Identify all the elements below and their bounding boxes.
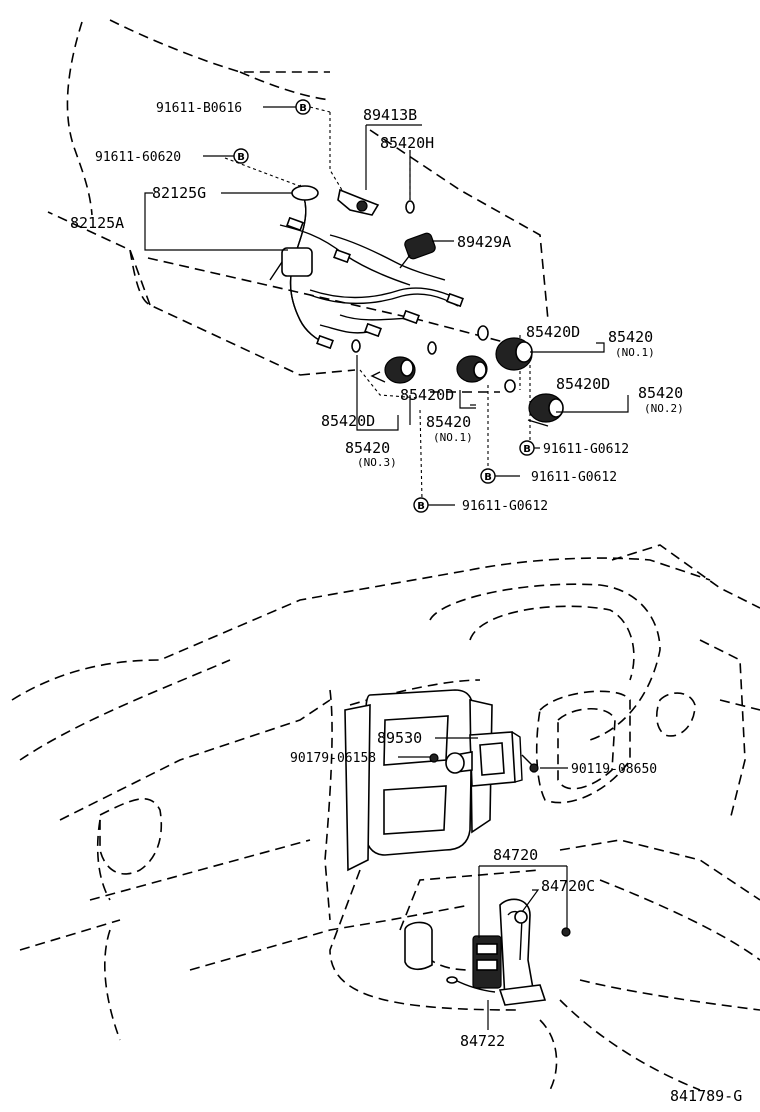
label-85420h: 85420H [380,134,434,152]
grommet-82125g [291,185,319,201]
horn-85420-no1-a [477,325,533,371]
label-no1-b: (NO.1) [433,431,473,444]
leader-lines [144,106,629,1030]
label-85420-no1-b: 85420 [426,413,471,431]
label-89429a: 89429A [457,233,511,251]
label-85420d-d: 85420D [321,412,375,430]
center-console [329,689,541,1011]
label-91611-g0612-a: 91611-G0612 [543,442,629,457]
label-90119-08650: 90119-08650 [571,762,657,777]
bolt-icon: B [484,472,492,483]
bolt-icon: B [417,501,425,512]
part-labels: 91611-B0616 91611-60620 89413B 85420H 82… [70,101,742,1105]
horn-85420-no1-b [427,341,488,383]
label-91611-b0616: 91611-B0616 [156,101,242,116]
label-no2: (NO.2) [644,402,684,415]
dashboard-outline [11,544,760,1091]
label-85420-no2: 85420 [638,384,683,402]
ecu-89530 [429,731,539,787]
label-91611-g0612-b: 91611-G0612 [531,470,617,485]
label-90179-06158: 90179-06158 [290,751,376,766]
label-85420-no1-a: 85420 [608,328,653,346]
switch-84720 [446,898,571,1006]
label-91611-g0612-c: 91611-G0612 [462,499,548,514]
label-85420d-c: 85420D [400,386,454,404]
wire-harness [269,184,464,350]
label-85420d-b: 85420D [556,375,610,393]
bolt-markers: B B B B B [233,99,535,513]
label-84720: 84720 [493,846,538,864]
horn-85420-no2 [504,379,564,427]
sensor-89429a [399,232,436,269]
label-89530: 89530 [377,729,422,747]
label-84722: 84722 [460,1032,505,1050]
label-89413b: 89413B [363,106,417,124]
bolt-icon: B [523,444,531,455]
bolt-icon: B [237,152,245,163]
horn-85420-no3 [351,339,416,384]
label-85420d-a: 85420D [526,323,580,341]
label-no1-a: (NO.1) [615,346,655,359]
label-82125g: 82125G [152,184,206,202]
label-91611-60620: 91611-60620 [95,150,181,165]
label-no3: (NO.3) [357,456,397,469]
label-82125a: 82125A [70,214,124,232]
label-84720c: 84720C [541,877,595,895]
label-85420-no3: 85420 [345,439,390,457]
sensor-89413b [337,188,415,216]
bolt-icon: B [299,103,307,114]
reference-code: 841789-G [670,1087,742,1105]
